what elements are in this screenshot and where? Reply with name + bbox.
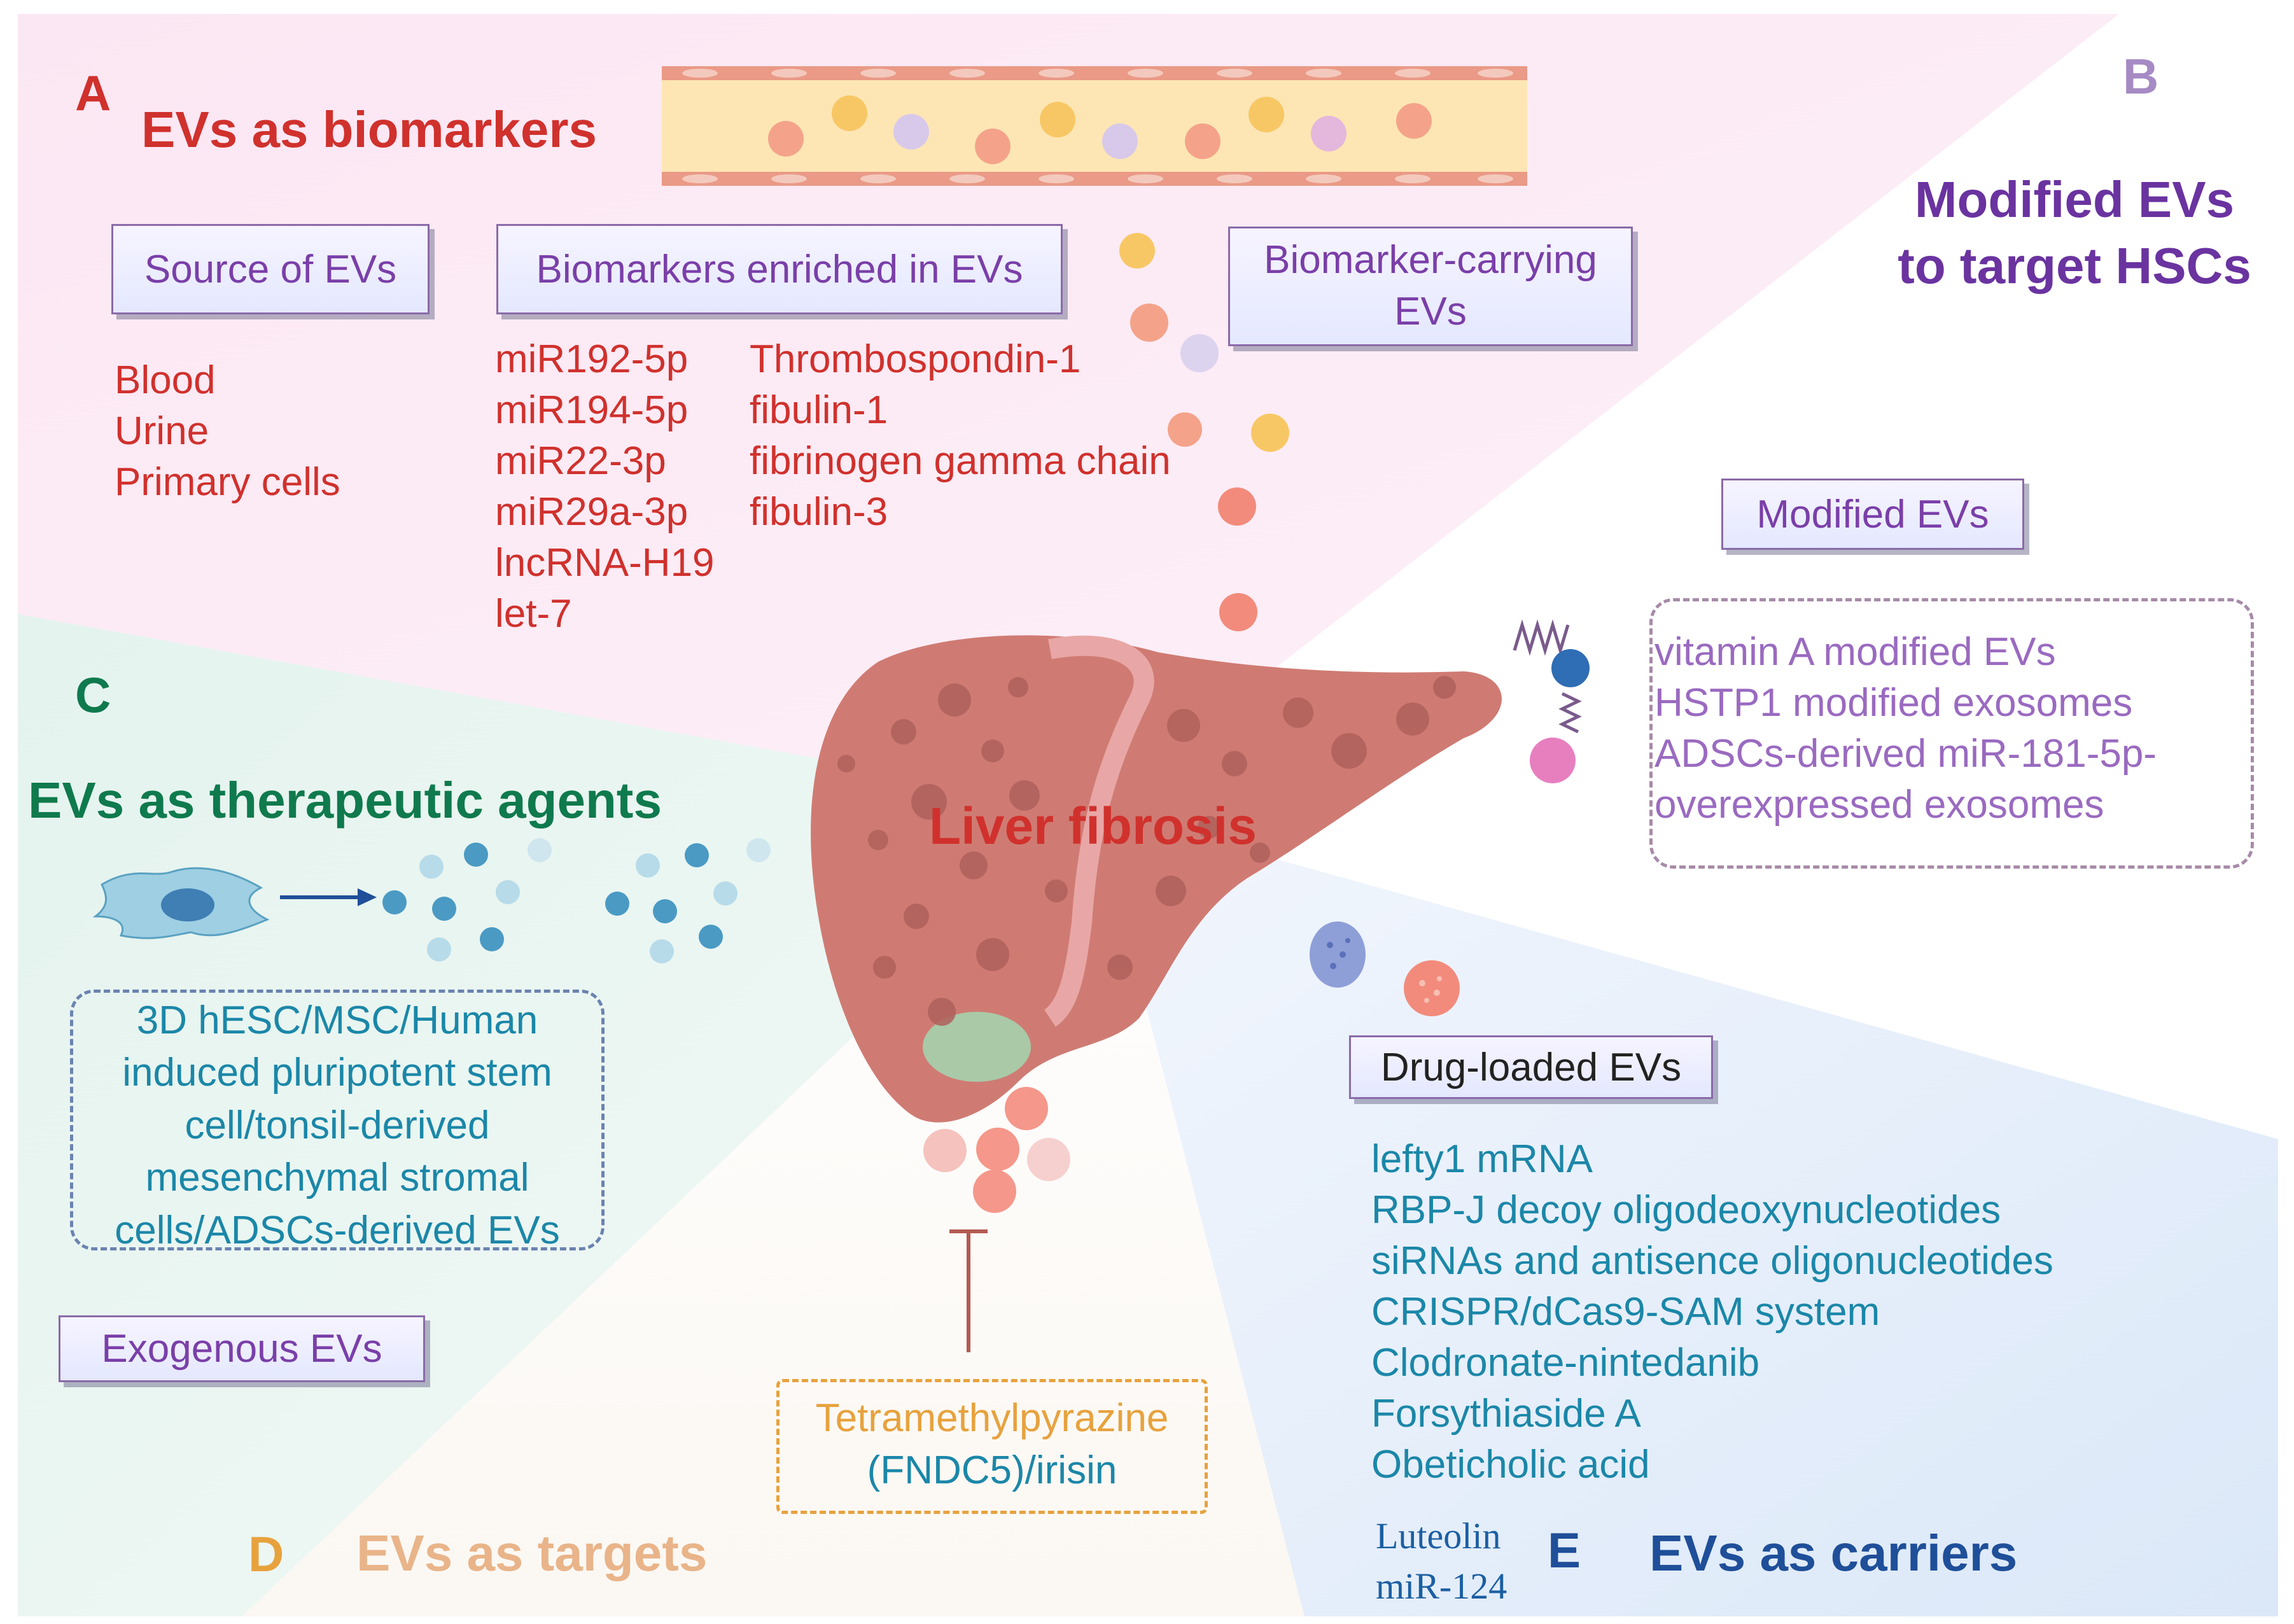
rna-biomarker-item: miR29a-3p: [495, 489, 689, 534]
therapeutic-source-line: 3D hESC/MSC/Human: [136, 998, 538, 1042]
target-agents-list: Tetramethylpyrazine (FNDC5)/irisin: [776, 1392, 1208, 1497]
target-agent-item: (FNDC5)/irisin: [867, 1448, 1117, 1493]
modified-evs-label: Modified EVs: [1756, 492, 1989, 536]
source-of-evs-box: Source of EVs: [111, 224, 430, 314]
panel-d-letter: D: [248, 1526, 284, 1582]
drug-loaded-evs-box: Drug-loaded EVs: [1349, 1035, 1713, 1099]
therapeutic-source-line: cells/ADSCs-derived EVs: [115, 1208, 560, 1252]
panel-c-letter: C: [75, 667, 111, 723]
therapeutic-source-line: mesenchymal stromal: [145, 1156, 529, 1200]
liver-fibrosis-label: Liver fibrosis: [929, 797, 1257, 855]
drug-item: lefty1 mRNA: [1371, 1137, 1593, 1181]
drug-item: CRISPR/dCas9-SAM system: [1371, 1289, 1880, 1334]
drug-item: RBP-J decoy oligodeoxynucleotides: [1371, 1187, 2001, 1232]
modified-evs-list: vitamin A modified EVs HSTP1 modified ex…: [1654, 627, 2157, 830]
ev-source-list: Blood Urine Primary cells: [115, 355, 340, 508]
drug-item: miR-124: [1376, 1565, 1507, 1607]
ev-source-item: Primary cells: [115, 459, 340, 504]
biomarker-carrying-evs-box: Biomarker-carrying EVs: [1228, 227, 1633, 346]
rna-biomarker-item: miR192-5p: [495, 337, 689, 381]
drug-item: Luteolin: [1376, 1515, 1501, 1557]
therapeutic-ev-particles: [382, 838, 771, 963]
panel-a-background: [18, 14, 2119, 808]
modified-ev-item: HSTP1 modified exosomes: [1654, 680, 2133, 725]
panel-b-letter: B: [2123, 48, 2159, 104]
modified-ev-item: ADSCs-derived miR-181-5p-: [1654, 731, 2157, 776]
rna-biomarker-item: miR194-5p: [495, 388, 689, 432]
modified-ev-item: vitamin A modified EVs: [1654, 630, 2056, 674]
biomarker-carrying-label-line1: Biomarker-carrying: [1264, 238, 1597, 283]
protein-biomarker-list: Thrombospondin-1 fibulin-1 fibrinogen ga…: [750, 334, 1171, 538]
drug-list-serif: Luteolin miR-124: [1376, 1511, 1507, 1612]
source-of-evs-label: Source of EVs: [144, 247, 397, 291]
panel-c-title: EVs as therapeutic agents: [28, 772, 662, 829]
protein-biomarker-item: fibulin-1: [750, 388, 888, 432]
panel-e-letter: E: [1548, 1522, 1581, 1578]
modified-evs-list-frame: [1649, 598, 2254, 869]
modified-ev-item: overexpressed exosomes: [1654, 782, 2104, 827]
biomarkers-enriched-label: Biomarkers enriched in EVs: [536, 247, 1023, 291]
vessel-ev-particles: [768, 95, 1432, 164]
rna-biomarker-list: miR192-5p miR194-5p miR22-3p miR29a-3p l…: [495, 334, 715, 640]
protein-biomarker-item: fibrinogen gamma chain: [750, 438, 1171, 483]
drug-item: siRNAs and antisence oligonucleotides: [1371, 1238, 2053, 1283]
drug-item: Clodronate-nintedanib: [1371, 1340, 1760, 1385]
modified-evs-box: Modified EVs: [1721, 479, 2024, 550]
biomarker-carrying-label-line2: EVs: [1394, 290, 1467, 333]
therapeutic-sources-list: 3D hESC/MSC/Human induced pluripotent st…: [70, 990, 605, 1257]
panel-a-letter: A: [75, 65, 111, 121]
drug-item: Forsythiaside A: [1371, 1391, 1641, 1436]
panel-b-title-line2: to target HSCs: [1898, 237, 2251, 294]
exogenous-evs-label: Exogenous EVs: [101, 1327, 382, 1371]
ev-source-item: Urine: [115, 409, 209, 453]
panel-b-title-line1: Modified EVs: [1914, 171, 2235, 228]
panel-b-title: Modified EVs to target HSCs: [1852, 167, 2294, 299]
panel-e-background: [1095, 808, 2278, 1616]
drug-item: Obeticholic acid: [1371, 1442, 1650, 1487]
panel-e-title: EVs as carriers: [1649, 1525, 2018, 1581]
protein-biomarker-item: Thrombospondin-1: [750, 337, 1081, 381]
therapeutic-sources-frame: [70, 990, 605, 1250]
rna-biomarker-item: miR22-3p: [495, 438, 666, 483]
biomarkers-enriched-box: Biomarkers enriched in EVs: [496, 224, 1063, 314]
rna-biomarker-item: let-7: [495, 591, 572, 636]
target-agents-frame: [776, 1379, 1208, 1514]
panel-a-title: EVs as biomarkers: [141, 101, 597, 158]
panel-d-title: EVs as targets: [356, 1525, 708, 1581]
protein-biomarker-item: fibulin-3: [750, 489, 888, 534]
therapeutic-source-line: induced pluripotent stem: [122, 1051, 552, 1095]
exogenous-evs-box: Exogenous EVs: [59, 1315, 425, 1382]
drug-list: lefty1 mRNA RBP-J decoy oligodeoxynucleo…: [1371, 1134, 2053, 1490]
target-agent-item: Tetramethylpyrazine: [815, 1396, 1169, 1440]
drug-loaded-evs-label: Drug-loaded EVs: [1380, 1045, 1682, 1089]
therapeutic-source-line: cell/tonsil-derived: [185, 1103, 490, 1147]
ev-source-item: Blood: [115, 358, 216, 402]
rna-biomarker-item: lncRNA-H19: [495, 540, 715, 585]
